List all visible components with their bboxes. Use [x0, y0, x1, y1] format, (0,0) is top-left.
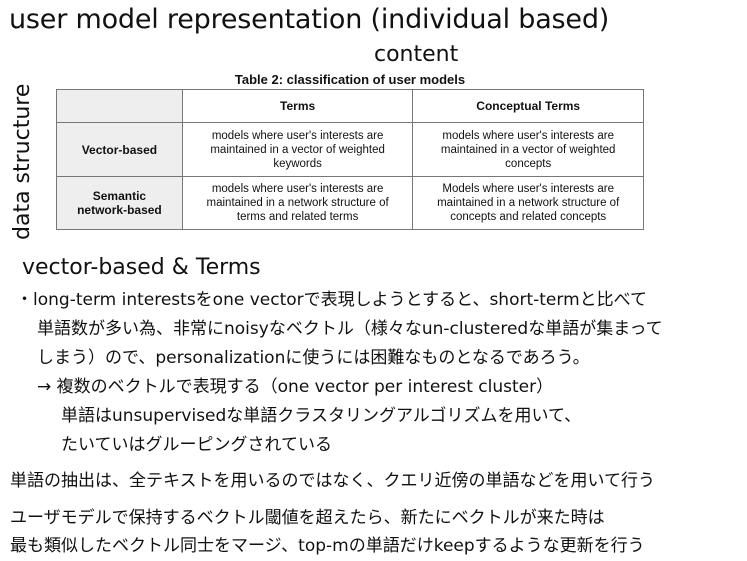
slide-title: user model representation (individual ba…: [9, 4, 610, 35]
bullet-line: しまう）ので、personalizationに使うには困難なものとなるであろう。: [37, 348, 590, 368]
cell-line: keywords: [273, 157, 322, 170]
cell-line: models where user's interests are: [442, 129, 614, 142]
table-header-row: Terms Conceptual Terms: [56, 89, 644, 123]
section-heading: vector-based & Terms: [22, 255, 261, 280]
classification-table: Terms Conceptual Terms Vector-based mode…: [56, 89, 644, 230]
table-cell: models where user's interests are mainta…: [181, 176, 414, 230]
cell-line: maintained in a vector of weighted: [440, 143, 616, 156]
table-row: Semantic network-based models where user…: [56, 176, 644, 230]
cell-line: maintained in a vector of weighted: [210, 143, 385, 156]
bullet-line: たいていはグルーピングされている: [61, 435, 332, 455]
column-header-conceptual-terms: Conceptual Terms: [412, 89, 644, 123]
content-axis-label: content: [374, 42, 459, 67]
column-header-terms: Terms: [181, 89, 414, 123]
table-cell: models where user's interests are mainta…: [181, 122, 414, 177]
bullet-line-arrow: → 複数のベクトルで表現する（one vector per interest c…: [37, 377, 554, 397]
table-caption: Table 2: classification of user models: [234, 72, 466, 87]
row-header-line: network-based: [77, 203, 162, 217]
data-structure-axis-label: data structure: [10, 83, 35, 240]
row-header-semantic-network-based: Semantic network-based: [56, 176, 183, 230]
note-line: ユーザモデルで保持するベクトル閾値を超えたら、新たにベクトルが来た時は: [10, 508, 605, 528]
cell-line: models where user's interests are: [211, 183, 384, 195]
bullet-line: ・long-term interestsをone vectorで表現しようとする…: [16, 290, 647, 310]
note-line: 単語の抽出は、全テキストを用いるのではなく、クエリ近傍の単語などを用いて行う: [10, 471, 655, 491]
table-cell: models where user's interests are mainta…: [412, 122, 644, 177]
cell-line: models where user's interests are: [211, 129, 384, 142]
cell-line: Models where user's interests are: [442, 183, 614, 195]
table-row: Vector-based models where user's interes…: [56, 122, 644, 177]
table-corner-cell: [56, 89, 183, 123]
cell-line: concepts: [505, 157, 552, 170]
cell-line: concepts and related concepts: [450, 211, 607, 223]
note-line: 最も類似したベクトル同士をマージ、top-mの単語だけkeepするような更新を行…: [10, 536, 645, 556]
cell-line: terms and related terms: [236, 211, 359, 223]
row-header-line: Semantic: [92, 189, 147, 203]
bullet-line: 単語はunsupervisedな単語クラスタリングアルゴリズムを用いて、: [61, 406, 582, 426]
row-header-vector-based: Vector-based: [56, 122, 183, 177]
bullet-line: 単語数が多い為、非常にnoisyなベクトル（様々なun-clusteredな単語…: [37, 319, 663, 339]
table-cell: Models where user's interests are mainta…: [412, 176, 644, 230]
cell-line: maintained in a network structure of: [437, 197, 620, 209]
cell-line: maintained in a network structure of: [206, 197, 389, 209]
